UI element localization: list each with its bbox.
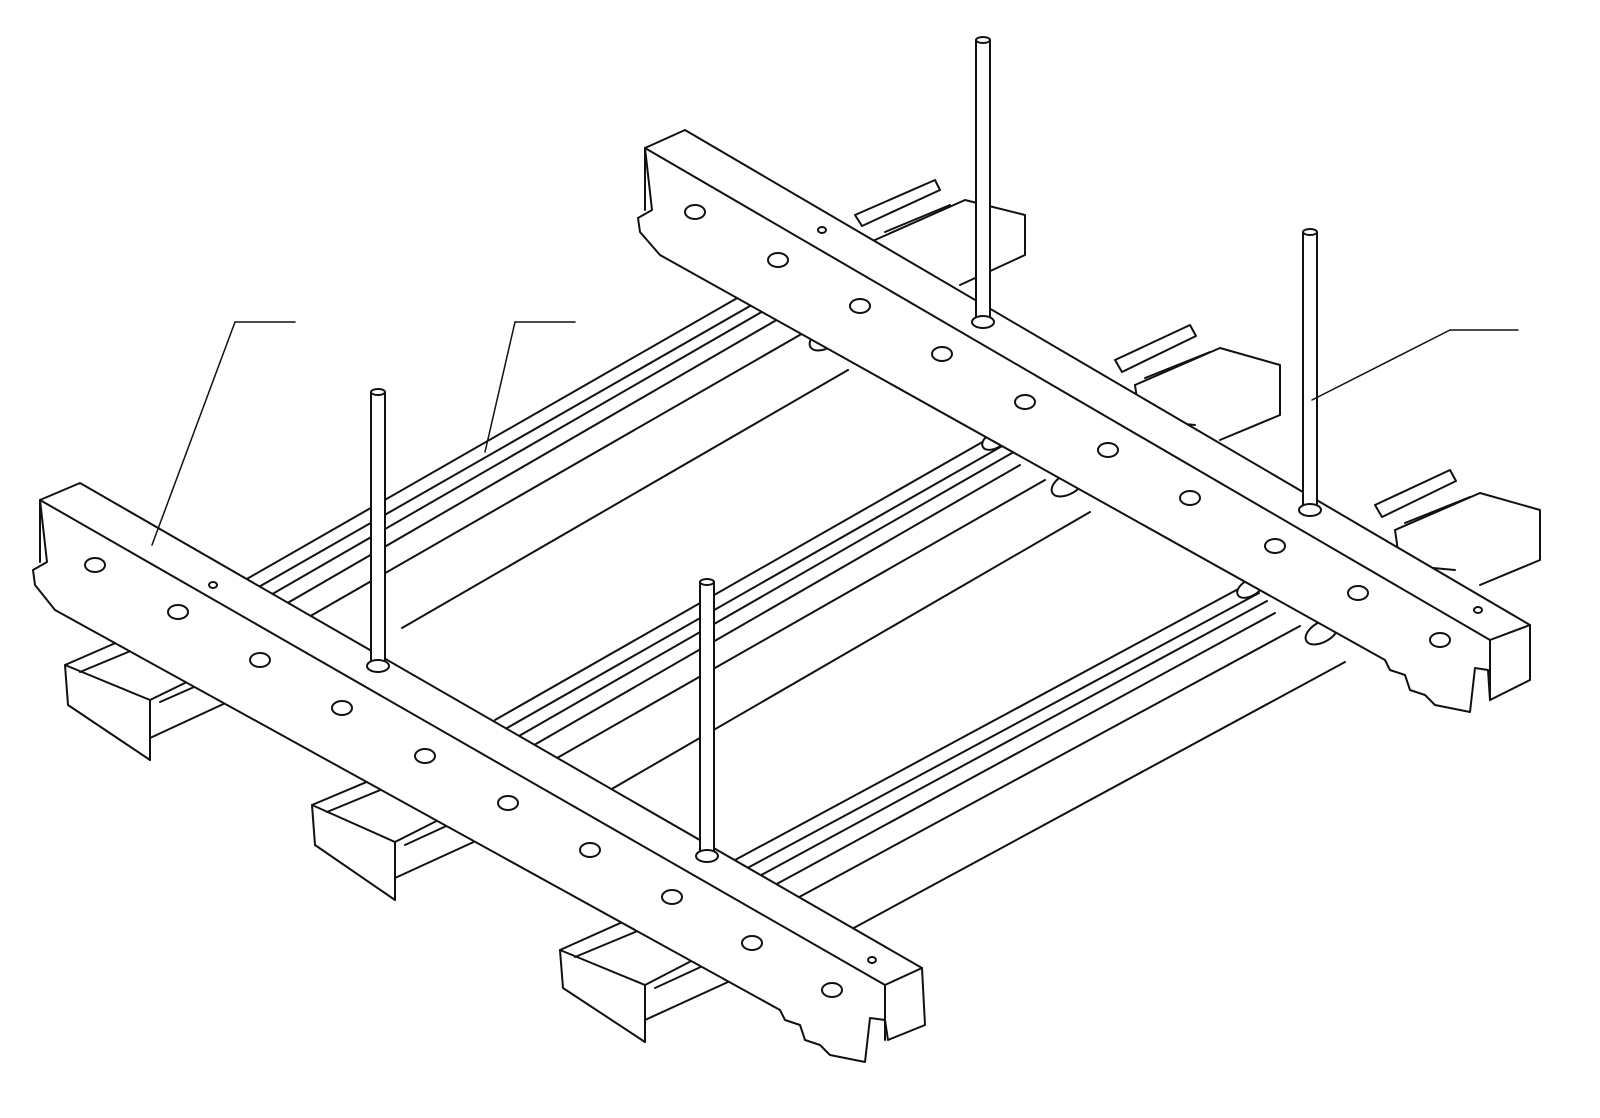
rear-carrier-holes — [684, 204, 1483, 648]
hanger-rod-4 — [1298, 228, 1322, 517]
clip-channel-back-3 — [1374, 469, 1541, 586]
hanger-rod-1 — [366, 388, 390, 673]
cross-runner-2 — [494, 429, 1091, 791]
callout-cross-runner — [484, 321, 576, 453]
main-carrier-front — [32, 482, 926, 1063]
cross-runners — [244, 281, 1346, 931]
hanger-rod-3 — [971, 36, 995, 329]
hanger-rod-2 — [695, 578, 719, 863]
main-carrier-rear — [637, 129, 1531, 713]
callout-main-carrier — [151, 321, 296, 546]
front-clip-channels — [64, 627, 729, 1043]
callout-hanger-rod — [1311, 329, 1519, 401]
cross-runner-1 — [244, 281, 849, 629]
cross-runner-3 — [734, 577, 1346, 931]
callouts — [151, 321, 1519, 546]
front-carrier-holes — [84, 557, 877, 998]
hanger-rods — [366, 36, 1322, 863]
